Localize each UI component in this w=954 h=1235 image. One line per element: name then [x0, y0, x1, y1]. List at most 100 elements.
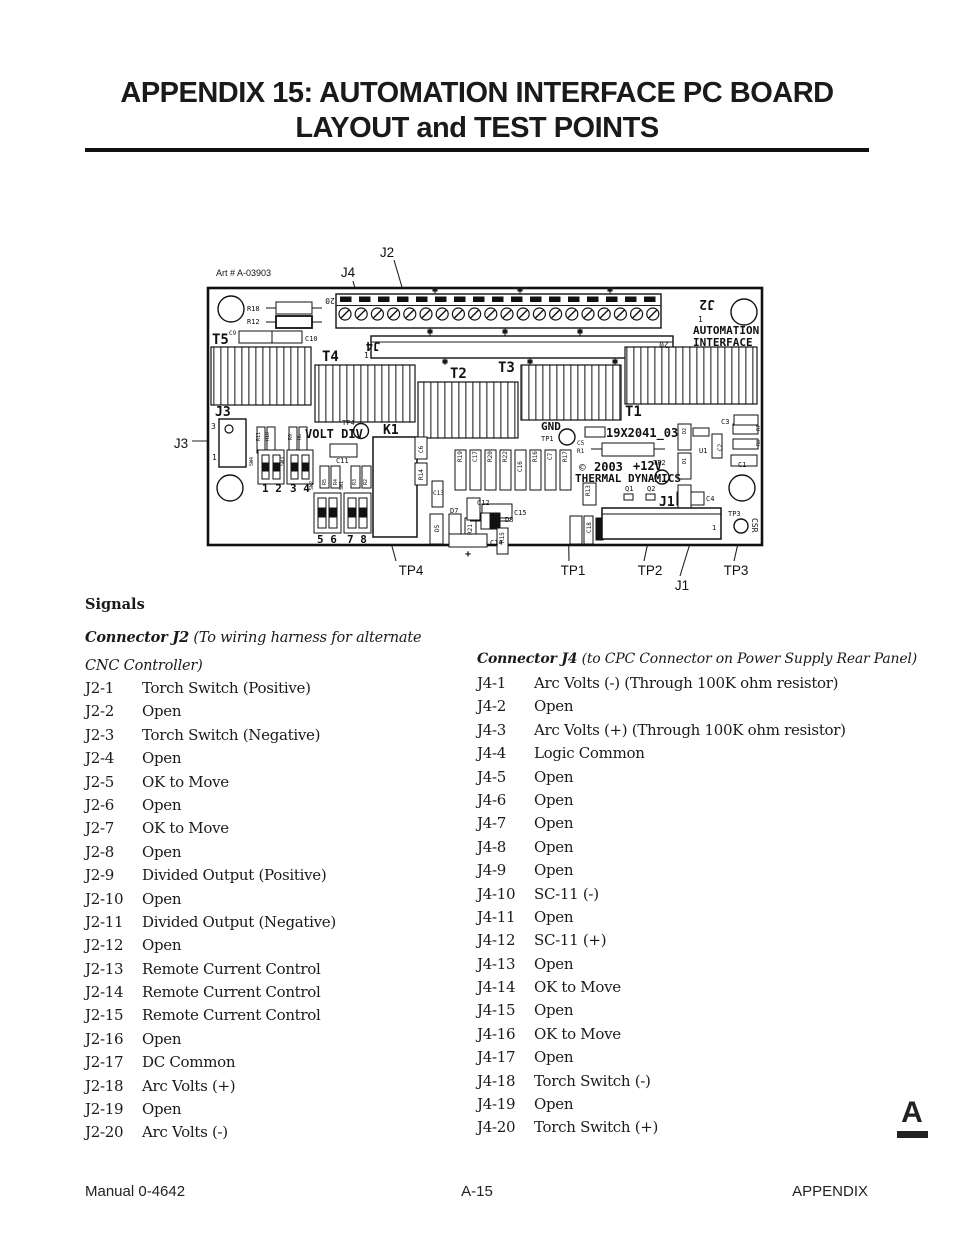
pin-signal: Open — [534, 1095, 574, 1114]
pin-number: J2-17 — [85, 1053, 124, 1072]
pin-signal: Open — [534, 837, 574, 856]
svg-text:C12: C12 — [477, 499, 490, 507]
callout-tp2: TP2 — [638, 563, 663, 578]
pin-number: J4-16 — [477, 1024, 516, 1043]
svg-text:R18: R18 — [247, 305, 260, 313]
pin-signal: Open — [142, 889, 182, 908]
svg-text:CSR: CSR — [750, 518, 759, 533]
svg-text:R15: R15 — [499, 532, 506, 543]
transformer-t1 — [624, 346, 758, 405]
svg-text:R2: R2 — [363, 479, 369, 485]
svg-text:+12V: +12V — [633, 459, 662, 473]
svg-text:C10: C10 — [305, 335, 318, 343]
tp4-pad — [352, 422, 370, 440]
j2-connector-heading: Connector J2 (To wiring harness for alte… — [85, 629, 485, 646]
pin-signal: Divided Output (Negative) — [142, 912, 336, 931]
svg-text:J4: J4 — [366, 339, 380, 353]
svg-text:R21: R21 — [467, 524, 474, 535]
pin-signal: Remote Current Control — [142, 959, 321, 978]
j2-connector-desc2: CNC Controller) — [85, 658, 203, 674]
svg-text:SW1: SW1 — [339, 481, 345, 490]
transformer-t4 — [314, 364, 416, 423]
svg-text:R10: R10 — [265, 432, 271, 441]
svg-text:INTERFACE: INTERFACE — [693, 336, 753, 349]
pin-number: J2-7 — [85, 819, 114, 838]
pin-number: J2-16 — [85, 1029, 124, 1048]
transformer-t2 — [417, 381, 519, 439]
pin-number: J4-17 — [477, 1048, 516, 1067]
footer-section: APPENDIX — [792, 1183, 868, 1200]
pin-number: J2-20 — [85, 1123, 124, 1142]
pin-number: J2-3 — [85, 725, 114, 744]
art-number: Art # A-03903 — [216, 268, 271, 278]
j4-connector-label: Connector J4 — [477, 651, 578, 667]
svg-text:C5: C5 — [577, 440, 585, 447]
pin-number: J4-20 — [477, 1118, 516, 1137]
test-points — [352, 422, 749, 534]
pin-signal: Divided Output (Positive) — [142, 866, 327, 885]
svg-text:C11: C11 — [336, 457, 349, 465]
pin-signal: Arc Volts (-) — [142, 1123, 228, 1142]
pin-signal: Open — [142, 702, 182, 721]
pin-number: J4-10 — [477, 884, 516, 903]
page-title: APPENDIX 15: AUTOMATION INTERFACE PC BOA… — [60, 76, 894, 146]
transformer-blocks — [210, 346, 758, 439]
svg-text:R7: R7 — [756, 425, 762, 431]
svg-text:T2: T2 — [450, 366, 467, 382]
pin-signal: Open — [534, 954, 574, 973]
svg-text:R13: R13 — [585, 485, 592, 496]
pin-number: J2-6 — [85, 795, 114, 814]
svg-text:3 4: 3 4 — [290, 482, 310, 495]
appendix-tab-letter: A — [901, 1096, 923, 1129]
title-rule — [85, 148, 869, 152]
relay-k1 — [372, 436, 418, 538]
pin-signal: Torch Switch (Negative) — [142, 725, 321, 744]
svg-text:GND: GND — [541, 420, 561, 433]
svg-text:7 8: 7 8 — [347, 533, 367, 546]
svg-text:SW3: SW3 — [280, 457, 286, 466]
svg-text:TP3: TP3 — [728, 510, 741, 518]
pin-number: J2-18 — [85, 1076, 124, 1095]
svg-text:D5: D5 — [434, 524, 441, 532]
mounting-holes — [216, 295, 758, 502]
pin-number: J4-12 — [477, 931, 516, 950]
svg-text:Q1: Q1 — [625, 485, 633, 493]
tp3-pad — [733, 518, 749, 534]
svg-text:U1: U1 — [699, 447, 707, 455]
svg-text:R11: R11 — [256, 432, 262, 441]
pin-number: J4-4 — [477, 744, 506, 763]
svg-text:1: 1 — [698, 315, 703, 324]
svg-text:R19: R19 — [457, 451, 464, 462]
pin-signal: Remote Current Control — [142, 983, 321, 1002]
pin-signal: Remote Current Control — [142, 1006, 321, 1025]
pin-number: J2-13 — [85, 959, 124, 978]
pin-signal: Open — [534, 861, 574, 880]
callout-j3: J3 — [174, 436, 188, 451]
svg-text:C4: C4 — [706, 495, 714, 503]
pin-number: J4-7 — [477, 814, 506, 833]
svg-text:1 2: 1 2 — [262, 482, 282, 495]
callout-j1: J1 — [675, 578, 689, 593]
j4-connector-desc: (to CPC Connector on Power Supply Rear P… — [581, 651, 918, 667]
svg-text:3: 3 — [211, 422, 216, 431]
pin-number: J4-5 — [477, 767, 506, 786]
pin-number: J4-3 — [477, 720, 506, 739]
pin-number: J4-2 — [477, 697, 506, 716]
svg-text:VOLT DIV: VOLT DIV — [305, 427, 363, 441]
signal-row: J2-13 Remote Current Control — [85, 958, 505, 981]
dip-switch-sw3 — [286, 449, 314, 485]
pin-signal: Open — [534, 697, 574, 716]
dip-switch-sw2 — [313, 492, 342, 534]
pin-signal: OK to Move — [534, 978, 621, 997]
